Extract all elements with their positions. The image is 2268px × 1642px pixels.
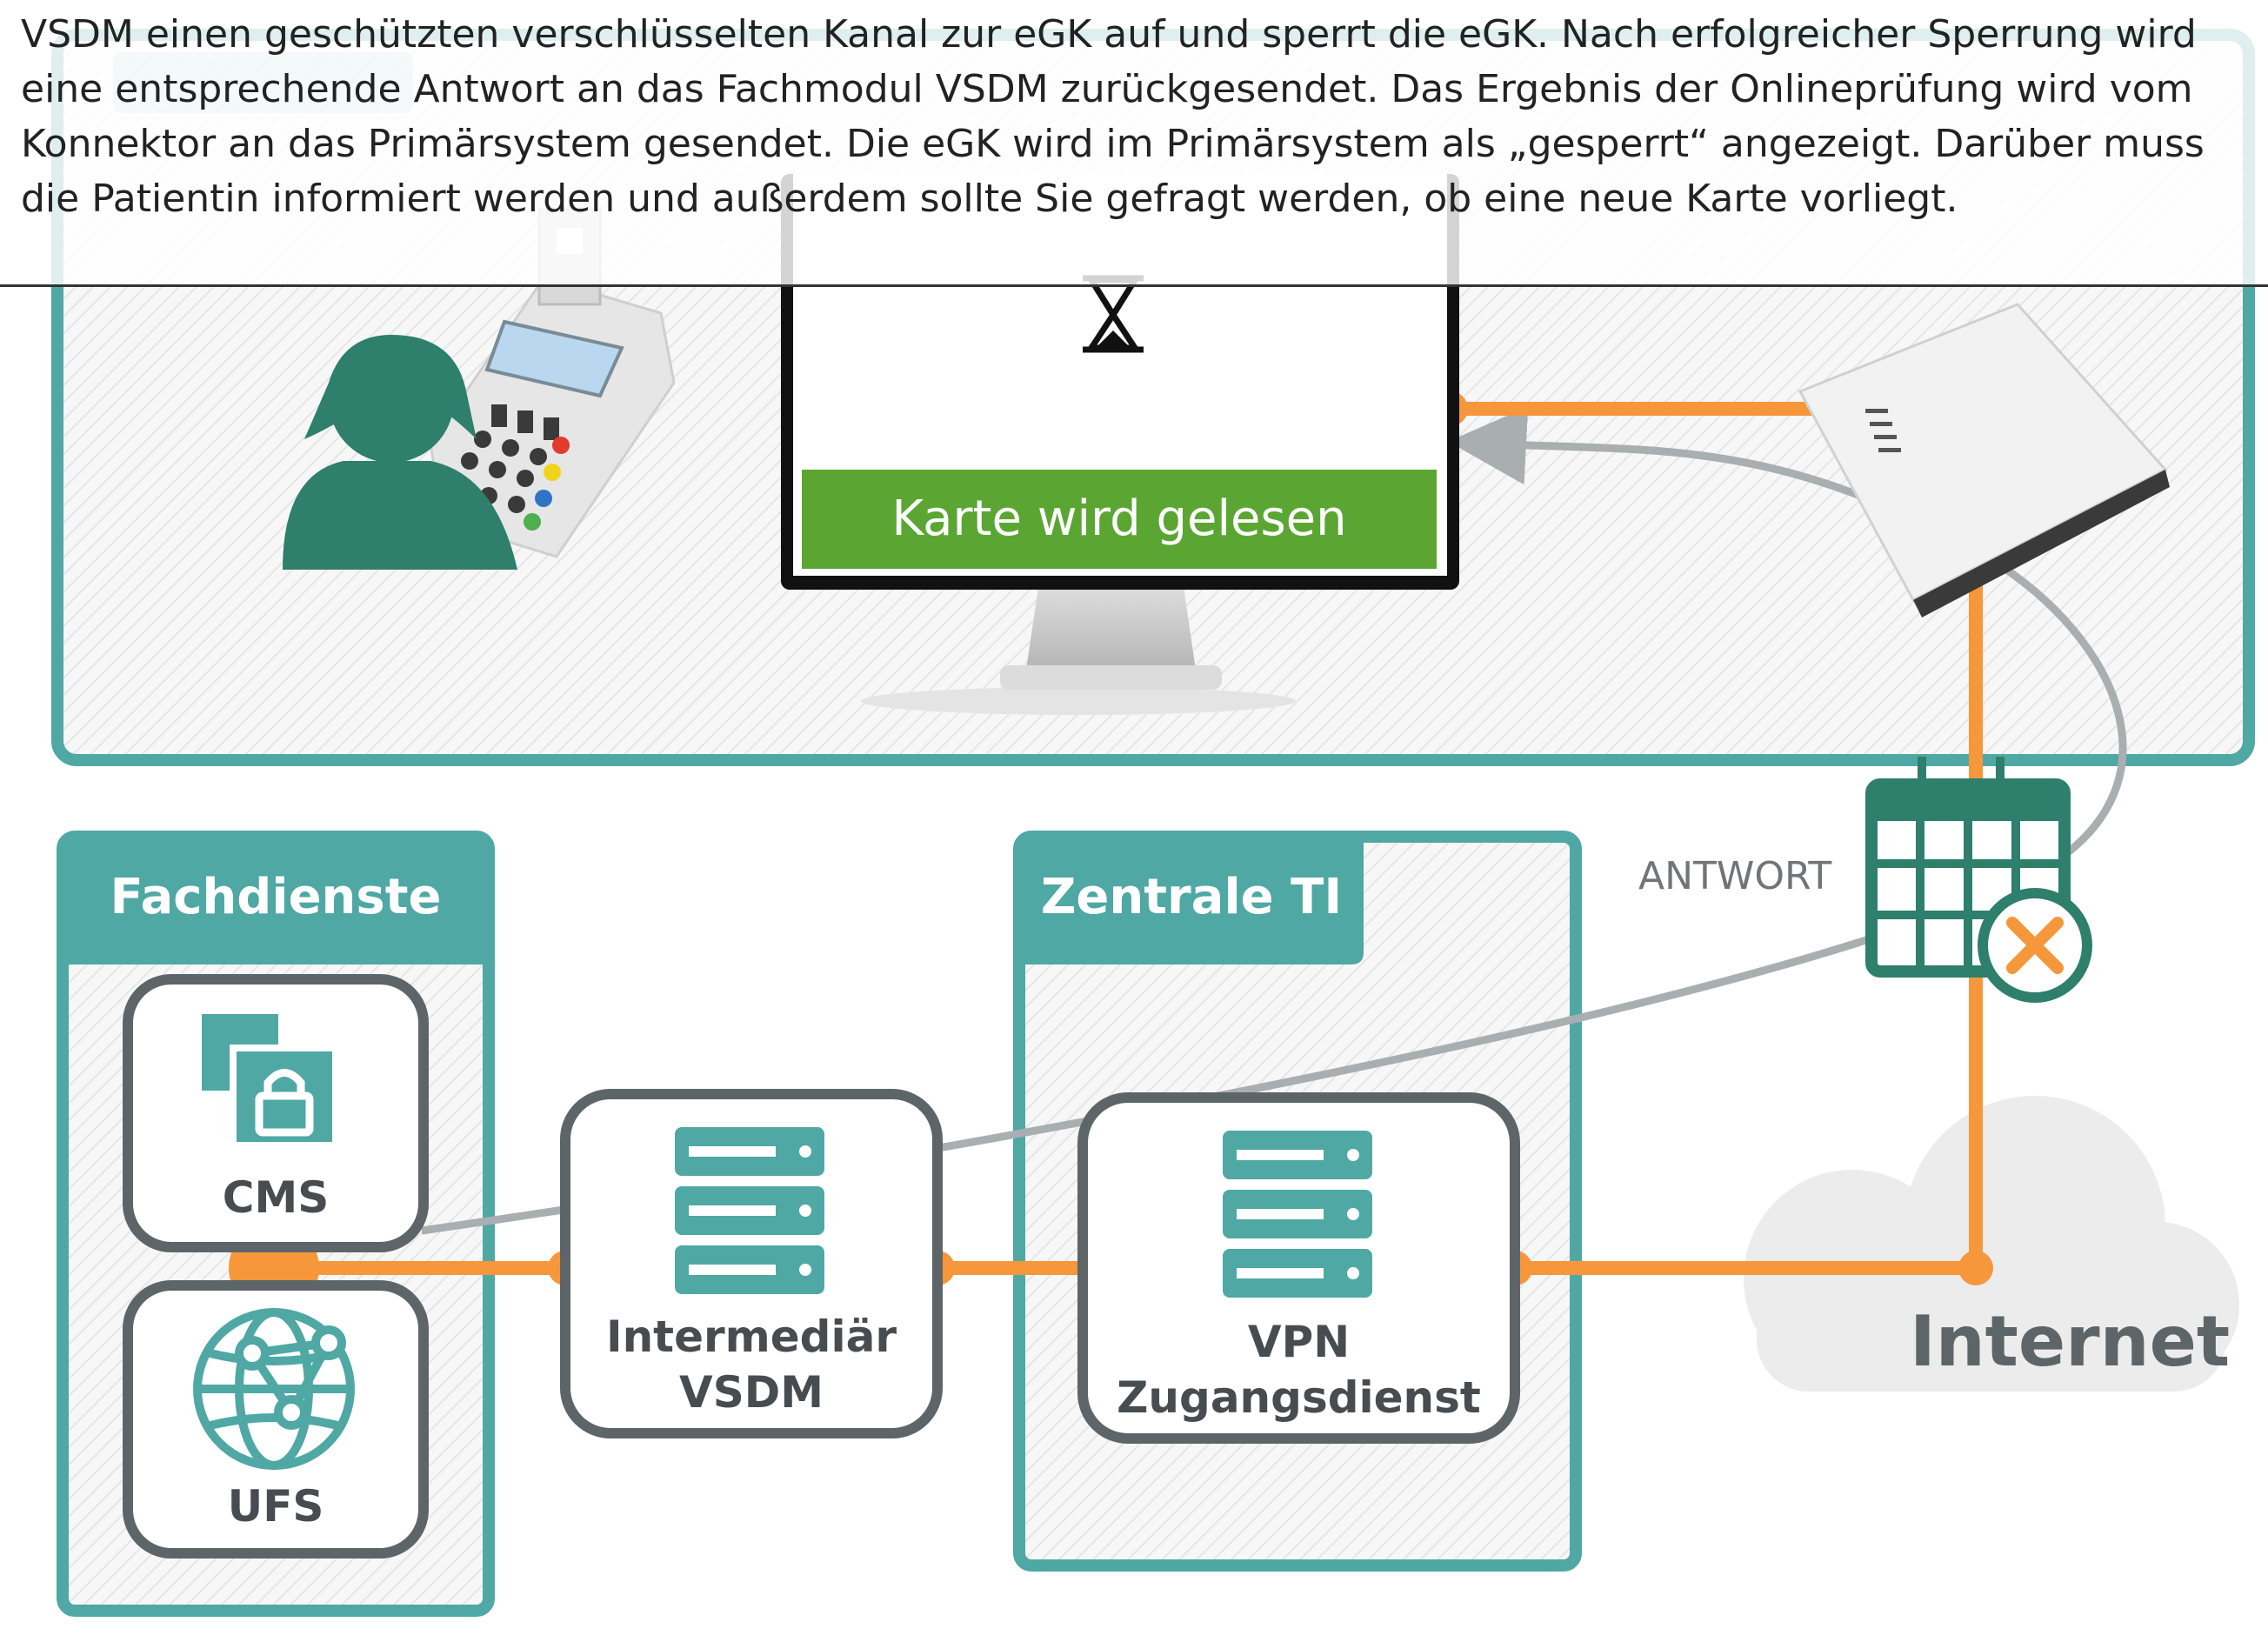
internet-label: Internet xyxy=(1909,1301,2231,1382)
zentrale-ti-title: Zentrale TI xyxy=(1040,869,1343,925)
ufs-label: UFS xyxy=(227,1481,324,1532)
caption-line: VSDM einen geschützten verschlüsselten K… xyxy=(21,12,2197,57)
caption-text: VSDM einen geschützten verschlüsselten K… xyxy=(0,0,2268,287)
cms-node xyxy=(123,974,429,1252)
caption-line: eine entsprechende Antwort an das Fachmo… xyxy=(21,67,2193,111)
fachdienste-title: Fachdienste xyxy=(110,869,442,925)
caption-line: die Patientin informiert werden und auße… xyxy=(21,177,1958,221)
calendar-blocked-icon xyxy=(1865,757,2092,1003)
vpn-label-line2: Zugangsdienst xyxy=(1117,1372,1481,1423)
intermediaer-label-line1: Intermediär xyxy=(605,1312,897,1362)
vpn-node xyxy=(1077,1092,1520,1444)
intermediaer-node xyxy=(560,1089,943,1438)
caption-line: Konnektor an das Primärsystem gesendet. … xyxy=(21,122,2205,166)
intermediaer-label-line2: VSDM xyxy=(679,1367,824,1418)
ufs-node xyxy=(123,1280,429,1559)
cms-lock-icon xyxy=(202,1014,339,1149)
cms-label: CMS xyxy=(222,1172,330,1223)
konnektor-device xyxy=(1798,303,2170,617)
vpn-label-line1: VPN xyxy=(1247,1317,1351,1367)
patient-person-icon xyxy=(283,335,517,570)
antwort-edge-label: ANTWORT xyxy=(1638,854,1832,898)
monitor-status-label: Karte wird gelesen xyxy=(891,491,1347,547)
close-icon xyxy=(2006,917,2064,974)
